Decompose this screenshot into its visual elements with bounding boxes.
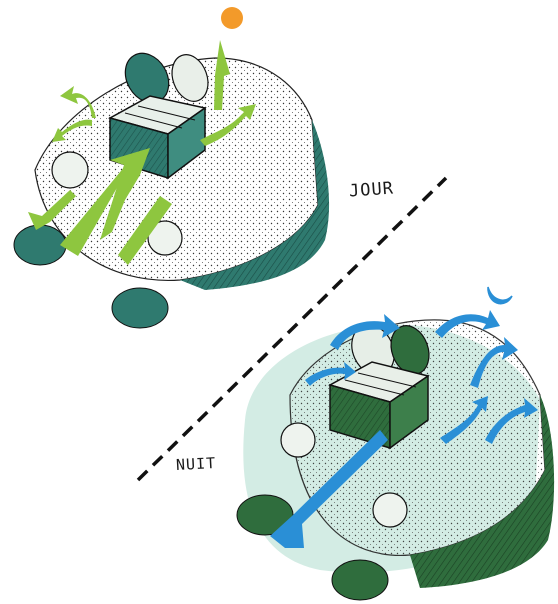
tree-icon xyxy=(281,423,315,457)
day-scene xyxy=(14,7,329,328)
shrub-icon xyxy=(332,560,388,600)
moon-icon xyxy=(488,287,512,304)
shrub-icon xyxy=(112,288,168,328)
shrub-icon xyxy=(14,225,66,265)
day-label: JOUR xyxy=(348,178,394,201)
sun-icon xyxy=(221,7,243,29)
tree-icon xyxy=(373,493,407,527)
night-label: NUIT xyxy=(176,454,217,474)
tree-icon xyxy=(52,152,88,188)
night-scene xyxy=(237,287,554,600)
